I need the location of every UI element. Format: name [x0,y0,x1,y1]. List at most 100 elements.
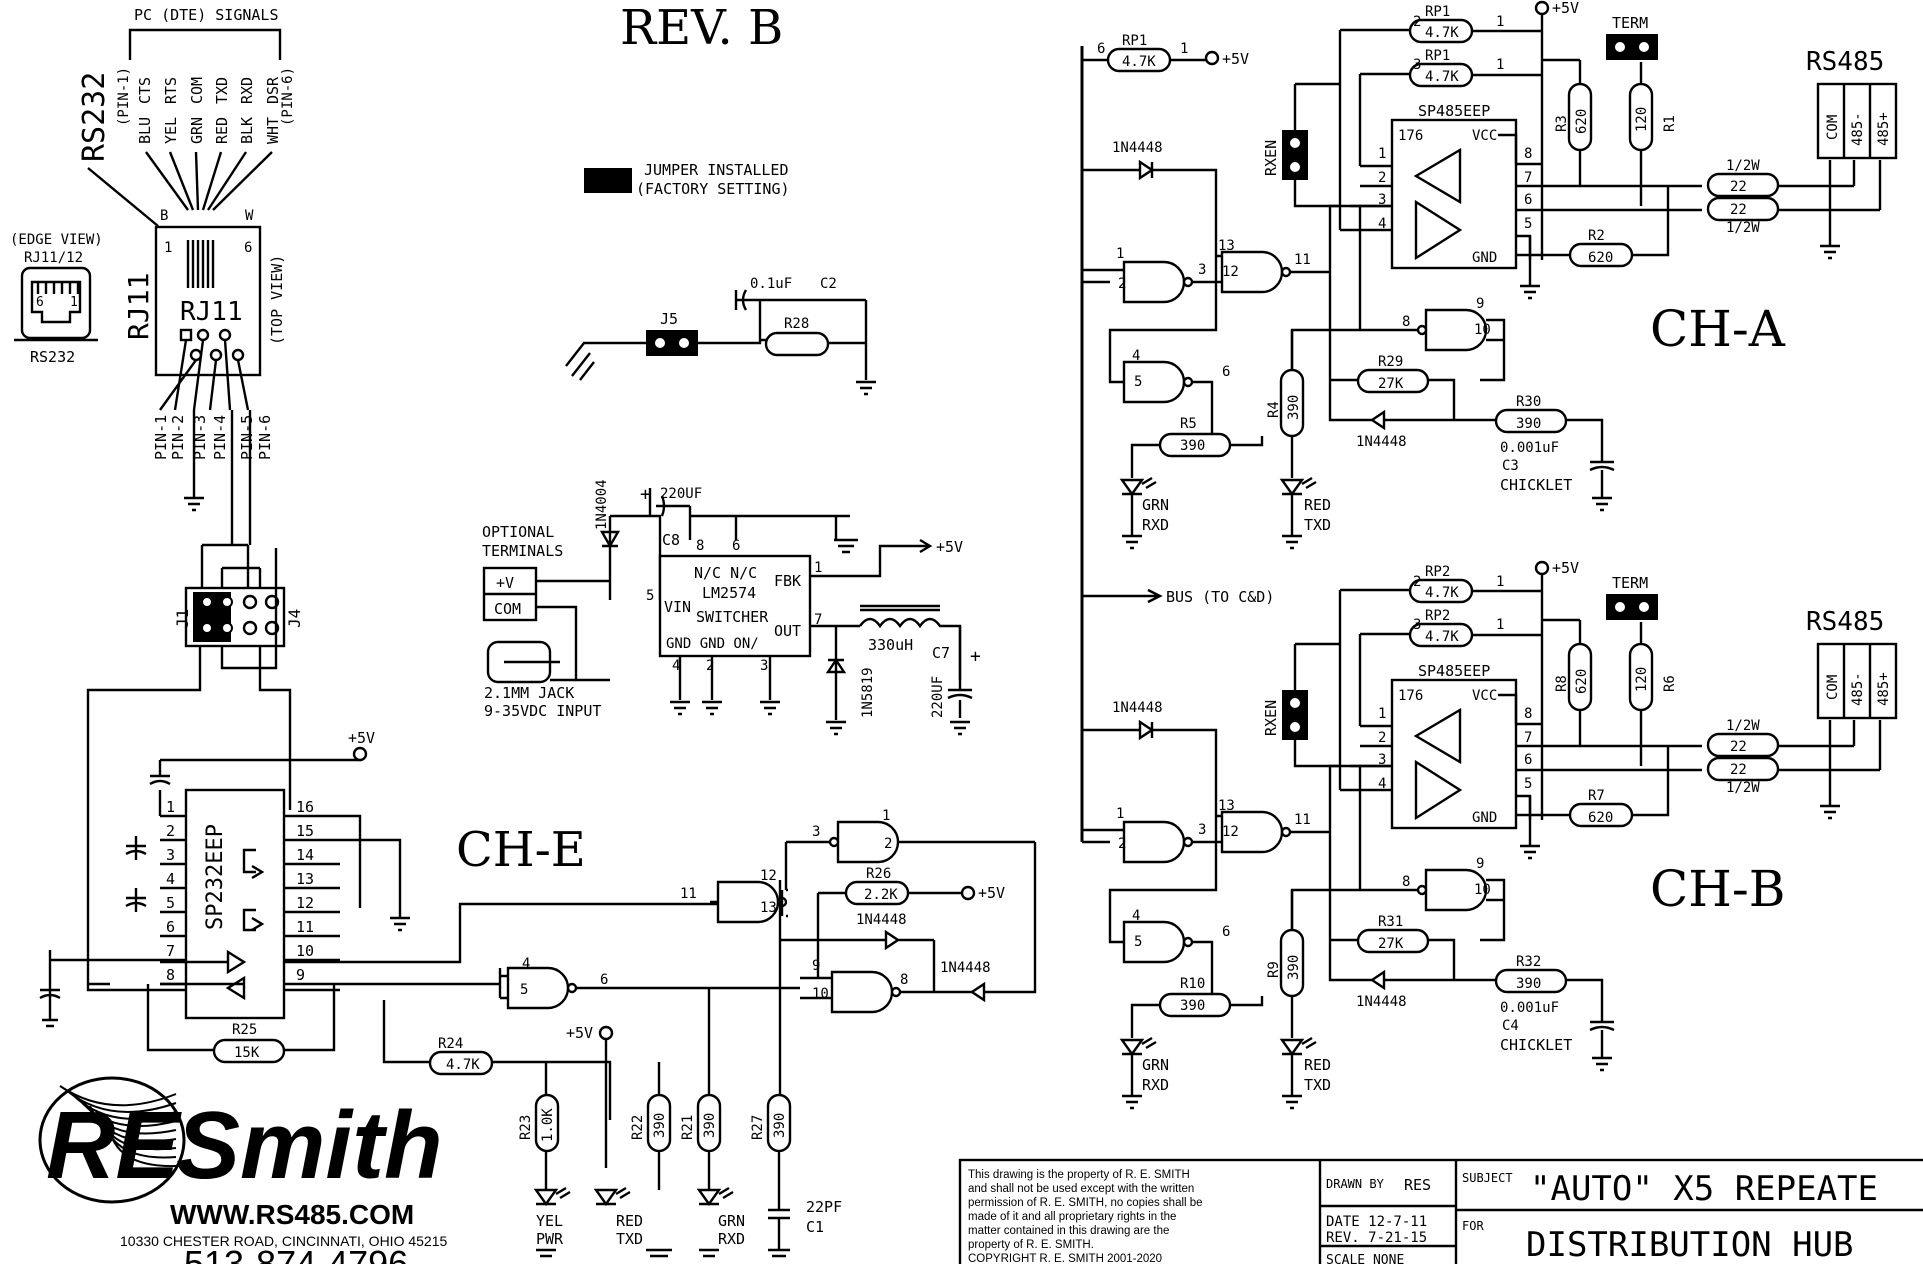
cha-r-rc-label: R29 [1378,354,1403,370]
r25-value: 15K [234,1045,260,1061]
cha-nand-c-p4: 4 [1132,348,1140,364]
chb-cap-type: CHICKLET [1500,1036,1572,1054]
chb-term-label: TERM [1612,574,1648,592]
svg-text:390: 390 [652,1113,668,1138]
revision-label: REV. B [620,0,783,56]
svg-text:COM: COM [188,77,206,104]
che-led-red: RED TXD [593,1186,643,1248]
svg-text:BLK: BLK [238,117,256,144]
lm2574-fbk: FBK [774,572,801,590]
svg-text:DSR: DSR [264,76,282,104]
svg-text:RED: RED [213,117,231,144]
svg-text:PIN-6: PIN-6 [256,415,274,460]
c7-plus: + [970,646,981,667]
svg-text:2: 2 [166,822,175,840]
che-diode2-label: 1N4448 [940,960,991,976]
svg-text:RTS: RTS [162,77,180,104]
chb-sp485-p7: 7 [1524,730,1532,746]
chb-sp485-p4: 4 [1378,776,1386,792]
c8-value: 220UF [660,486,702,502]
chb-led1-color: GRN [1142,1056,1169,1074]
cha-nand-a-p2: 2 [1118,276,1126,292]
title-date: DATE 12-7-11 [1326,1214,1427,1230]
lm2574-pin7: 7 [814,612,822,628]
r25-label: R25 [232,1022,257,1038]
chb-rp-a-pin2: 2 [1413,574,1421,590]
logo-url: WWW.RS485.COM [170,1199,414,1230]
cha-sp485-gnd: GND [1472,250,1497,266]
c2-value: 0.1uF [750,276,792,292]
r26-value: 2.2K [864,887,898,903]
che-plus5-label: +5V [348,729,375,747]
subject-value: "AUTO" X5 REPEATE [1530,1169,1878,1209]
c8-label: C8 [662,531,680,549]
cha-rs485-label: RS485 [1806,47,1884,77]
cha-rp-b-label: RP1 [1425,48,1450,64]
chb-r-term-label: R6 [1662,675,1678,692]
title-notice-line: and shall not be used except with the wr… [968,1183,1194,1195]
cha-rs485-connector [1816,82,1898,160]
cha-sp485-pin: 176 [1398,128,1423,144]
svg-text:TXD: TXD [213,77,231,104]
chb-rp-b-pin3: 3 [1413,617,1421,633]
chb-nand-b-p11: 11 [1294,812,1311,828]
chb-r-led1-label: R10 [1180,976,1205,992]
cha-sp485-p1: 1 [1378,146,1386,162]
cha-rp-a-pin2: 2 [1413,14,1421,30]
bus-label: BUS (TO C&D) [1166,588,1274,606]
jumper-legend-line1: JUMPER INSTALLED [644,161,789,179]
chb-r-rc-label: R31 [1378,914,1403,930]
svg-text:RXD: RXD [238,77,256,104]
svg-text:14: 14 [296,846,314,864]
cha-rp-a-pin1: 1 [1496,14,1504,30]
cha-r-pull-label: R2 [1588,228,1605,244]
svg-text:R21: R21 [680,1115,696,1140]
edge-view-label: (EDGE VIEW) [10,232,103,248]
cha-nand-d [1424,308,1488,352]
cha-r-rc-value: 27K [1378,376,1404,392]
chb-rp-b-label: RP2 [1425,608,1450,624]
chb-nand-a-p3: 3 [1198,822,1206,838]
cha-rp-a-label: RP1 [1425,4,1450,20]
che-gate4-pin10: 10 [812,986,829,1002]
che-gate3-pin3: 3 [812,824,820,840]
cha-led2-color: RED [1304,496,1331,514]
lm2574-gnd: GND GND ON/ [666,636,759,652]
title-notice-line: matter contained in this drawing are the [968,1225,1169,1237]
cha-sp485-p7: 7 [1524,170,1532,186]
chb-diode-top-label: 1N4448 [1112,700,1163,716]
edge-view-pin1: 1 [70,295,78,310]
cha-led1-color: GRN [1142,496,1169,514]
chb-nand-b-p13: 13 [1218,798,1235,814]
rj11-pin1: 1 [164,240,172,256]
lm2574-out: OUT [774,622,801,640]
power-pv-label: +V [496,574,514,592]
title-scale: SCALE NONE [1326,1253,1404,1264]
rj11-pin-dots [179,328,245,362]
pc-pin-last: (PIN-6) [280,67,296,126]
cha-rp-b-pin1: 1 [1496,57,1504,73]
chb-rp-a-pin1: 1 [1496,574,1504,590]
pc-pin-first: (PIN-1) [116,67,132,126]
svg-text:13: 13 [296,870,314,888]
chb-r-bias-value: 620 [1574,669,1590,694]
title-notice-line: permission of R. E. SMITH, no copies sha… [968,1197,1203,1209]
r26-label: R26 [866,866,891,882]
chb-r-pull-label: R7 [1588,788,1605,804]
chb-rp-b-pin1: 1 [1496,617,1504,633]
cha-nand-c-p5: 5 [1134,374,1142,390]
svg-text:PIN-1: PIN-1 [152,415,170,460]
title-block: This drawing is the property of R. E. SM… [958,1158,1923,1264]
edge-view-part: RJ11/12 [24,250,83,266]
rs232-label: RS232 [77,72,112,162]
che-led-yel: YEL PWR [533,1186,571,1248]
cha-sp485-label: SP485EEP [1418,102,1490,120]
chb-nand-a [1122,820,1186,864]
svg-text:RXD: RXD [718,1230,745,1248]
che-gate2-pin13: 13 [760,900,777,916]
chb-rs485-label: RS485 [1806,607,1884,637]
cha-r-term-label: R1 [1662,115,1678,132]
rj11-pin-b: B [160,208,168,224]
che-gate3-pin1: 1 [882,808,890,824]
chb-nand-c-p5: 5 [1134,934,1142,950]
